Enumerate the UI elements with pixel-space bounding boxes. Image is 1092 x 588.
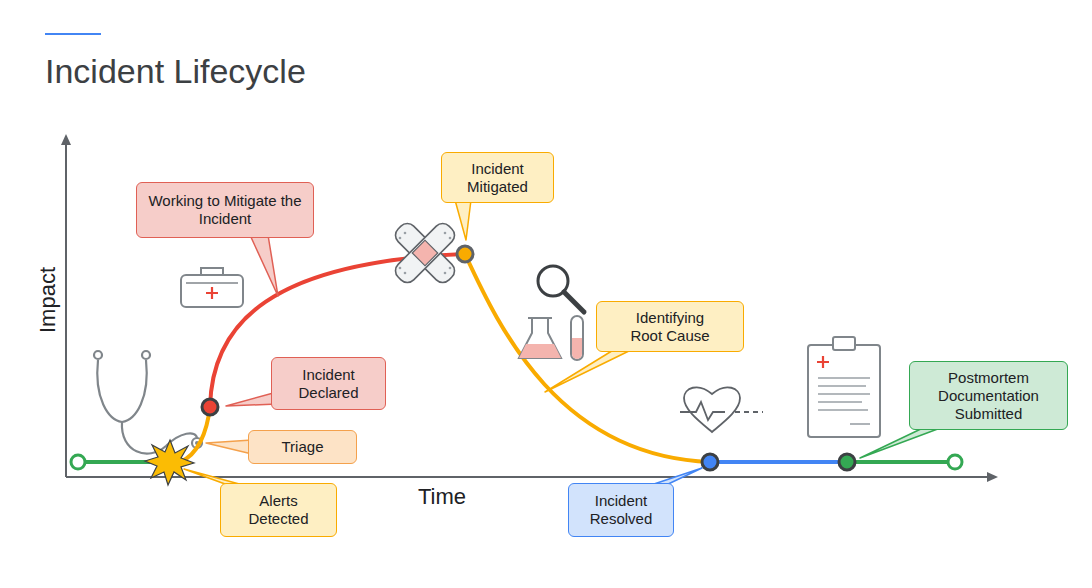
callout-box: Incident Declared (271, 357, 386, 410)
callout-box: Working to Mitigate the Incident (136, 182, 314, 238)
axis-label: Time (418, 484, 466, 510)
milestone-dot (457, 246, 473, 262)
callout-tails (184, 200, 943, 488)
callout-box: Postmortem Documentation Submitted (909, 361, 1068, 430)
accent-bar (45, 33, 101, 35)
heart-monitor-icon (680, 387, 763, 432)
axis-label: Impact (35, 267, 61, 333)
callout-text: Alerts Detected (229, 492, 328, 528)
callout-text: Incident Mitigated (450, 160, 545, 196)
callout-box: Incident Resolved (568, 483, 674, 537)
lab-icon (519, 266, 584, 360)
medical-kit-icon (181, 268, 243, 307)
callout-box: Incident Mitigated (441, 152, 554, 203)
bandage-icon (392, 220, 458, 286)
lifecycle-curve (71, 254, 962, 469)
milestone-dot (702, 454, 718, 470)
callout-text: Incident Declared (280, 366, 377, 402)
callout-text: Incident Resolved (575, 492, 667, 528)
axes (66, 142, 990, 477)
callout-box: Alerts Detected (220, 483, 337, 537)
clipboard-icon (808, 337, 880, 437)
callout-text: Triage (282, 438, 324, 456)
callout-box: Identifying Root Cause (596, 301, 744, 352)
callout-text: Identifying Root Cause (621, 309, 719, 345)
callout-text: Working to Mitigate the Incident (147, 192, 303, 228)
callout-text: Postmortem Documentation Submitted (932, 369, 1045, 423)
milestone-dot (839, 454, 855, 470)
milestone-dot (202, 399, 218, 415)
axis-arrow (987, 472, 998, 482)
stethoscope-icon (94, 351, 202, 454)
alert-burst-icon (145, 440, 194, 485)
axis-arrow (61, 134, 71, 145)
title: Incident Lifecycle (45, 52, 306, 91)
callout-box: Triage (248, 430, 357, 464)
